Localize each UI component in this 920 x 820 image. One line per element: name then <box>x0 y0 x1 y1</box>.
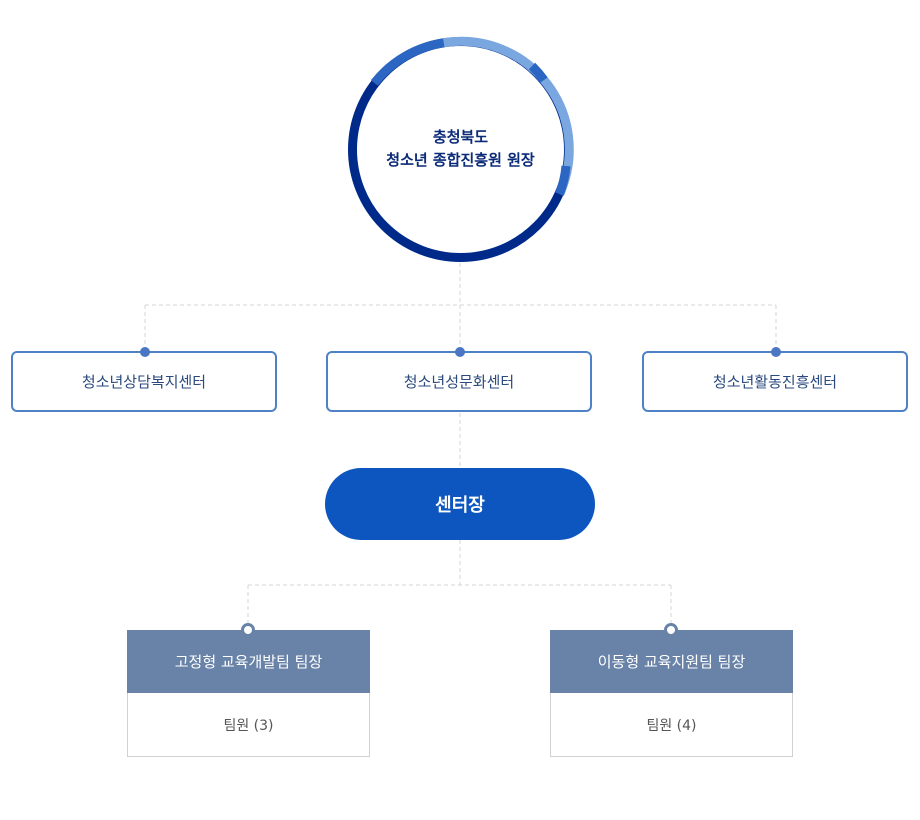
connector-dot <box>771 347 781 357</box>
director-title-line1: 충청북도 <box>432 128 489 146</box>
team-members-label: 팀원 (4) <box>646 717 697 734</box>
team-head-fixed-education[interactable]: 고정형 교육개발팀 팀장 <box>127 630 370 693</box>
center-label: 청소년상담복지센터 <box>81 373 207 391</box>
connector-dot <box>140 347 150 357</box>
team-members-fixed-education: 팀원 (3) <box>127 693 370 757</box>
connector-dot <box>455 347 465 357</box>
team-head-label: 이동형 교육지원팀 팀장 <box>597 653 746 671</box>
team-members-mobile-education: 팀원 (4) <box>550 693 793 757</box>
center-label: 청소년활동진흥센터 <box>712 373 838 391</box>
center-label: 청소년성문화센터 <box>403 373 515 391</box>
team-head-label: 고정형 교육개발팀 팀장 <box>174 653 323 671</box>
center-box-sexuality-culture[interactable]: 청소년성문화센터 <box>326 351 592 412</box>
director-ring <box>348 36 574 262</box>
center-director-label: 센터장 <box>435 495 485 516</box>
team-members-label: 팀원 (3) <box>223 717 274 734</box>
connector-ring-dot <box>664 623 678 637</box>
center-box-activity-promotion[interactable]: 청소년활동진흥센터 <box>642 351 908 412</box>
director-title-line2: 청소년 종합진흥원 원장 <box>386 151 535 169</box>
connector-ring-dot <box>241 623 255 637</box>
team-head-mobile-education[interactable]: 이동형 교육지원팀 팀장 <box>550 630 793 693</box>
center-director-pill[interactable]: 센터장 <box>325 468 595 540</box>
center-box-counseling[interactable]: 청소년상담복지센터 <box>11 351 277 412</box>
director-title: 충청북도 청소년 종합진흥원 원장 <box>367 126 554 172</box>
